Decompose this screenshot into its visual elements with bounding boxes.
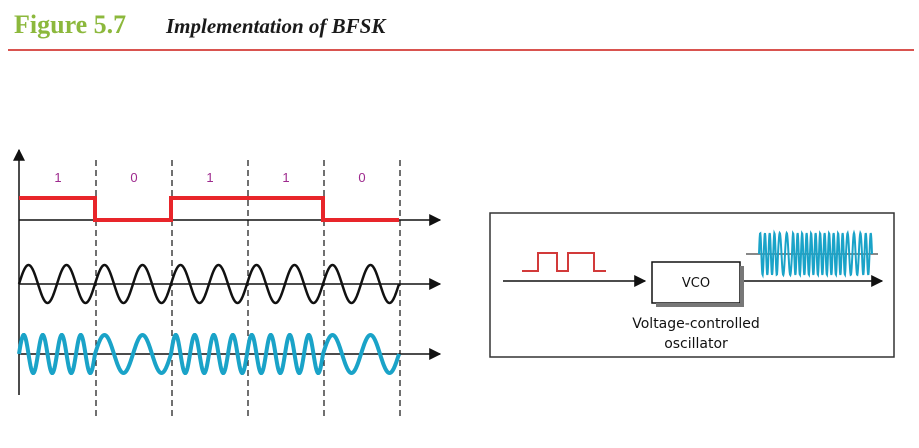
figure-number: Figure 5.7 [14, 10, 127, 39]
bit-label: 1 [282, 170, 289, 185]
bit-label: 0 [130, 170, 137, 185]
figure-header: Figure 5.7 Implementation of BFSK [0, 0, 919, 56]
vco-caption-line2: oscillator [664, 336, 728, 352]
bfsk-wave [17, 332, 401, 376]
input-pulse-icon [522, 252, 606, 272]
digital-signal [19, 196, 399, 222]
header-rule [8, 49, 914, 51]
bit-label: 1 [54, 170, 61, 185]
figure-title: Implementation of BFSK [166, 14, 386, 38]
output-wave-icon [758, 229, 873, 279]
vco-block-diagram: VCO Voltage-controlled oscillator [489, 212, 895, 358]
carrier-wave [17, 263, 401, 305]
block-frame [489, 212, 895, 358]
vco-box-shadow [656, 303, 744, 307]
vco-caption-line1: Voltage-controlled [632, 316, 759, 332]
vco-label: VCO [682, 276, 710, 291]
bit-label: 1 [206, 170, 213, 185]
vco-box-shadow [740, 266, 744, 307]
bit-label: 0 [358, 170, 365, 185]
timing-diagram: 1 0 1 1 0 [13, 148, 442, 418]
